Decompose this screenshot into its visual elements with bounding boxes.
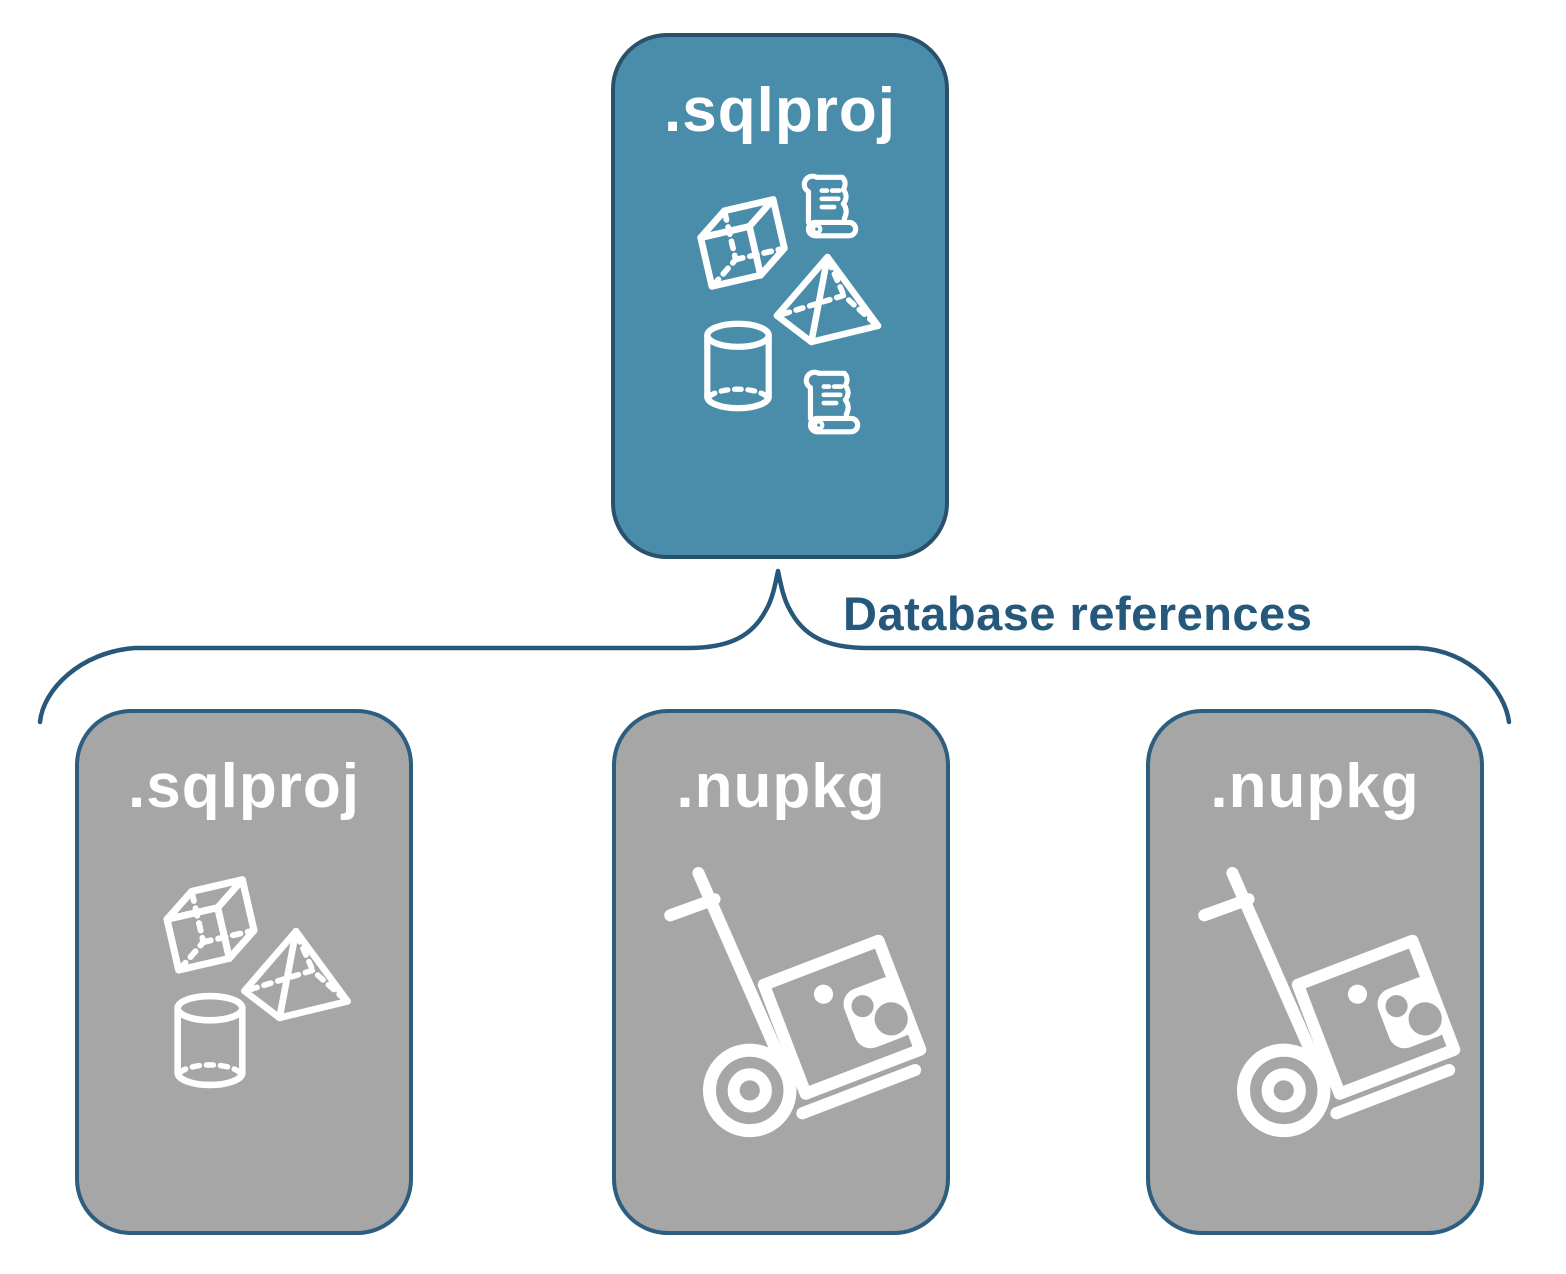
- child-box-sqlproj: .sqlproj: [75, 709, 413, 1235]
- root-box-title: .sqlproj: [664, 76, 896, 145]
- connector-label: Database references: [843, 587, 1313, 640]
- pyramid-icon: [773, 253, 882, 346]
- scroll-icon: [801, 173, 859, 239]
- root-box-sqlproj: .sqlproj: [611, 33, 949, 559]
- child-box-title: .sqlproj: [128, 752, 360, 821]
- cylinder-icon: [174, 992, 246, 1089]
- handtruck-package-icon: [1198, 867, 1461, 1138]
- scroll-icon: [803, 369, 861, 435]
- child-box-title: .nupkg: [676, 752, 886, 821]
- cube-icon: [697, 196, 788, 290]
- child-box-nupkg: .nupkg: [612, 709, 950, 1235]
- pyramid-icon: [241, 927, 351, 1022]
- handtruck-package-icon: [664, 867, 927, 1138]
- cylinder-icon: [704, 320, 772, 412]
- child-box-title: .nupkg: [1210, 752, 1420, 821]
- child-box-nupkg: .nupkg: [1146, 709, 1484, 1235]
- cube-icon: [163, 876, 258, 974]
